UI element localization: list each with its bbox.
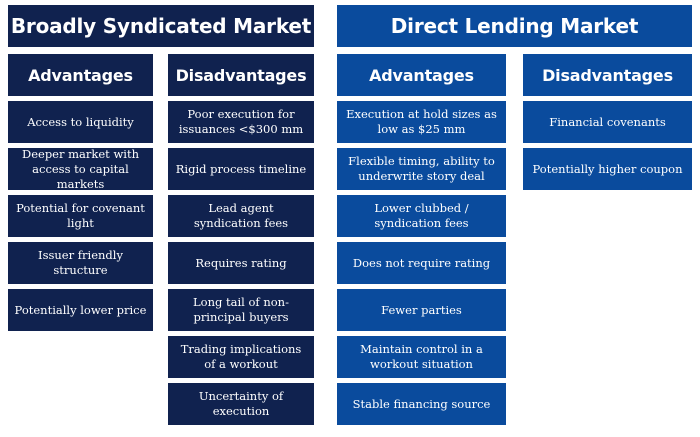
- dlm-advantage-item: Lower clubbed / syndication fees: [337, 195, 506, 237]
- dlm-advantage-item: Fewer parties: [337, 289, 506, 331]
- dlm-disadvantage-item: Financial covenants: [523, 101, 692, 143]
- dlm-advantage-item: Maintain control in a workout situation: [337, 336, 506, 378]
- bsm-disadvantage-item: Lead agent syndication fees: [168, 195, 314, 237]
- bsm-disadvantage-item: Uncertainty of execution: [168, 383, 314, 425]
- bsm-advantage-item: Potentially lower price: [8, 289, 153, 331]
- dlm-advantage-item: Stable financing source: [337, 383, 506, 425]
- dlm-disadvantage-item: Potentially higher coupon: [523, 148, 692, 190]
- bsm-disadvantages-header: Disadvantages: [168, 54, 314, 96]
- bsm-disadvantage-item: Requires rating: [168, 242, 314, 284]
- bsm-advantage-item: Issuer friendly structure: [8, 242, 153, 284]
- dlm-advantage-item: Does not require rating: [337, 242, 506, 284]
- bsm-advantage-item: Access to liquidity: [8, 101, 153, 143]
- broadly-syndicated-header: Broadly Syndicated Market: [8, 5, 314, 47]
- bsm-advantages-header: Advantages: [8, 54, 153, 96]
- bsm-advantage-item: Deeper market with access to capital mar…: [8, 147, 153, 191]
- bsm-advantage-item: Potential for covenant light: [8, 195, 153, 237]
- bsm-disadvantage-item: Poor execution for issuances <$300 mm: [168, 101, 314, 143]
- bsm-disadvantage-item: Long tail of non-principal buyers: [168, 289, 314, 331]
- dlm-disadvantages-header: Disadvantages: [523, 54, 692, 96]
- direct-lending-header: Direct Lending Market: [337, 5, 692, 47]
- dlm-advantage-item: Flexible timing, ability to underwrite s…: [337, 148, 506, 190]
- dlm-advantages-header: Advantages: [337, 54, 506, 96]
- bsm-disadvantage-item: Rigid process timeline: [168, 148, 314, 190]
- dlm-advantage-item: Execution at hold sizes as low as $25 mm: [337, 101, 506, 143]
- bsm-disadvantage-item: Trading implications of a workout: [168, 336, 314, 378]
